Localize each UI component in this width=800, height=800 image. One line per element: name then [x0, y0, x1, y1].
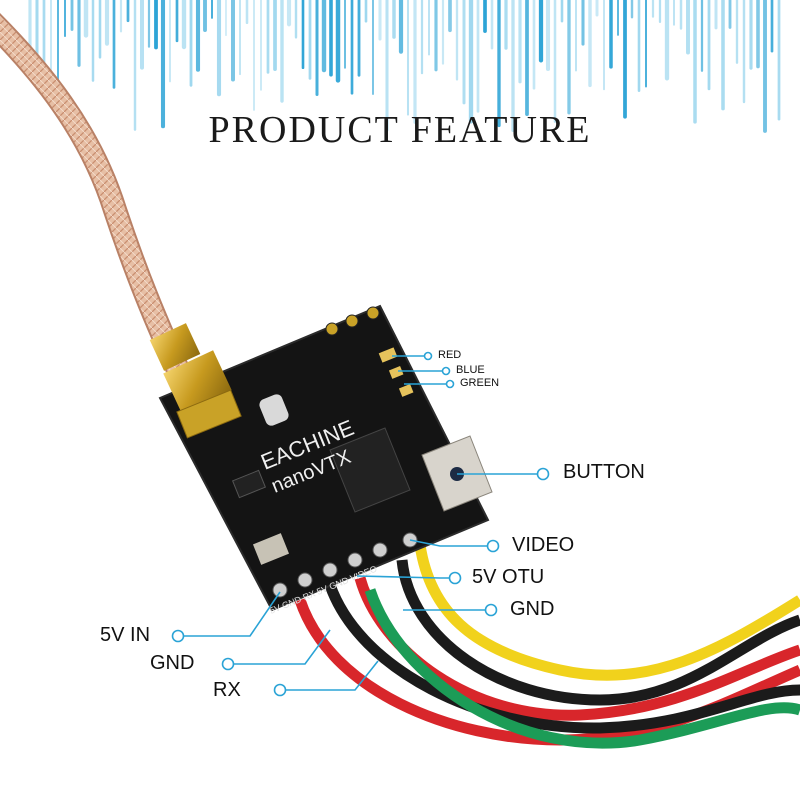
drip-border — [28, 0, 781, 133]
vtx-board: EACHINE nanoVTX 5V GND RX 5V GND VIDEO — [158, 304, 493, 616]
label-blue: BLUE — [456, 364, 485, 376]
wire-harness — [294, 544, 800, 749]
label-5v-in: 5V IN — [100, 624, 151, 646]
callout-lines — [180, 355, 540, 691]
page-title: PRODUCT FEATURE — [208, 109, 592, 151]
label-rx: RX — [213, 679, 241, 701]
label-gnd-left: GND — [150, 652, 195, 674]
label-gnd-right: GND — [510, 598, 555, 620]
chip — [329, 427, 411, 513]
antenna-cable — [0, 13, 197, 397]
label-5v-out: 5V OTU — [472, 566, 545, 588]
label-video: VIDEO — [512, 534, 575, 556]
ufl-connector — [149, 323, 242, 439]
label-button: BUTTON — [563, 461, 645, 483]
label-red: RED — [438, 349, 462, 361]
callout-dots — [171, 351, 550, 697]
label-green: GREEN — [460, 377, 500, 389]
